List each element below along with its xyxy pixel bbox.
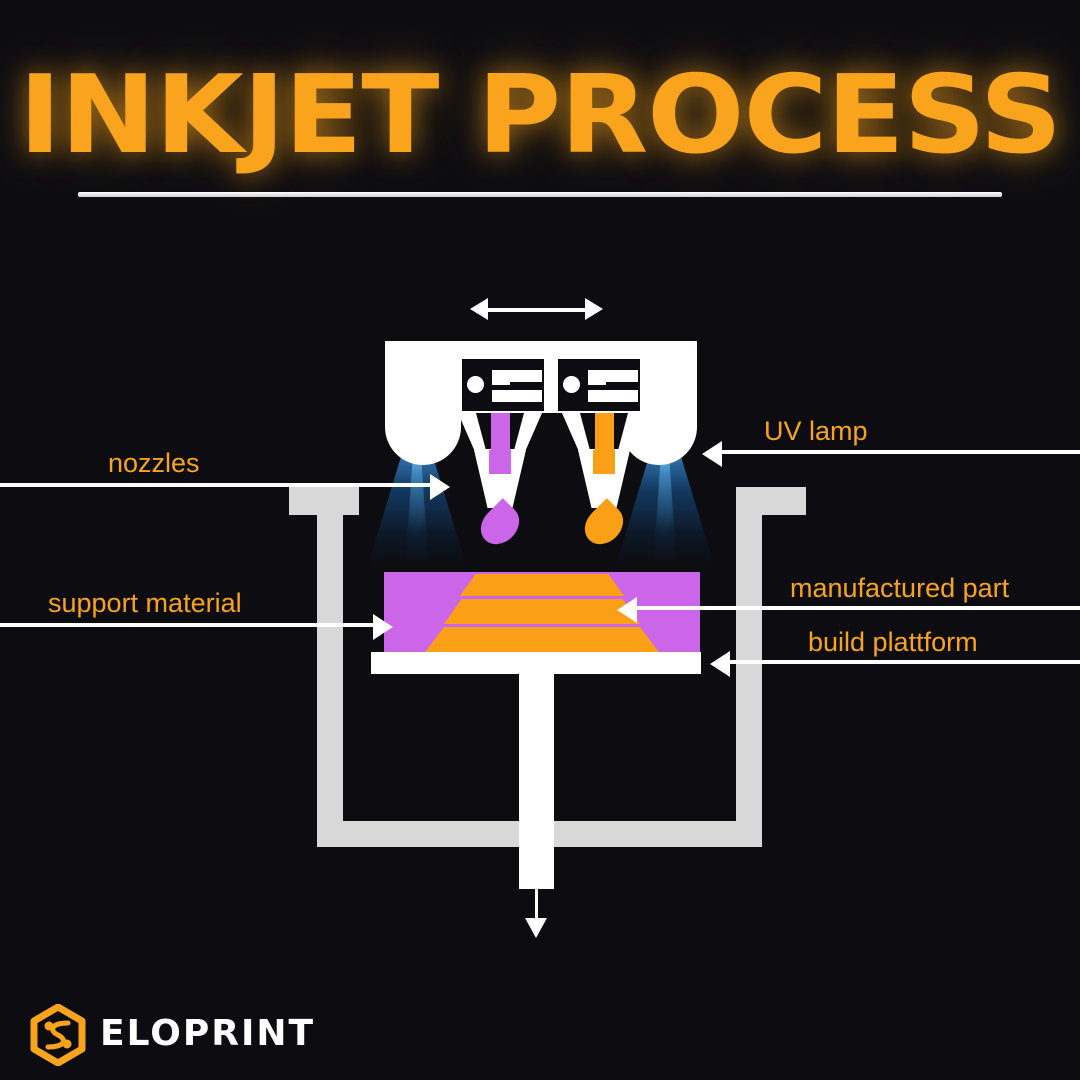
part-layer-top — [459, 574, 625, 596]
label-build-platform: build plattform — [808, 627, 978, 657]
hexagon-circuit-icon — [30, 1003, 86, 1067]
part-layer-bottom — [425, 627, 659, 652]
ink-droplet-support — [473, 498, 527, 552]
label-support-material: support material — [48, 588, 242, 618]
brand-logo[interactable]: ELOPRINT — [28, 1003, 313, 1067]
part-layer-middle — [444, 599, 640, 624]
build-platform — [371, 652, 701, 674]
platform-shaft — [519, 674, 554, 889]
support-material-block — [384, 572, 700, 652]
label-uv-lamp: UV lamp — [764, 416, 868, 446]
label-manufactured-part: manufactured part — [790, 573, 1010, 603]
page-title: INKJET PROCESS — [18, 53, 1062, 178]
title-divider — [78, 192, 1002, 197]
brand-wordmark: ELOPRINT — [100, 1013, 316, 1054]
label-nozzles: nozzles — [108, 448, 200, 478]
